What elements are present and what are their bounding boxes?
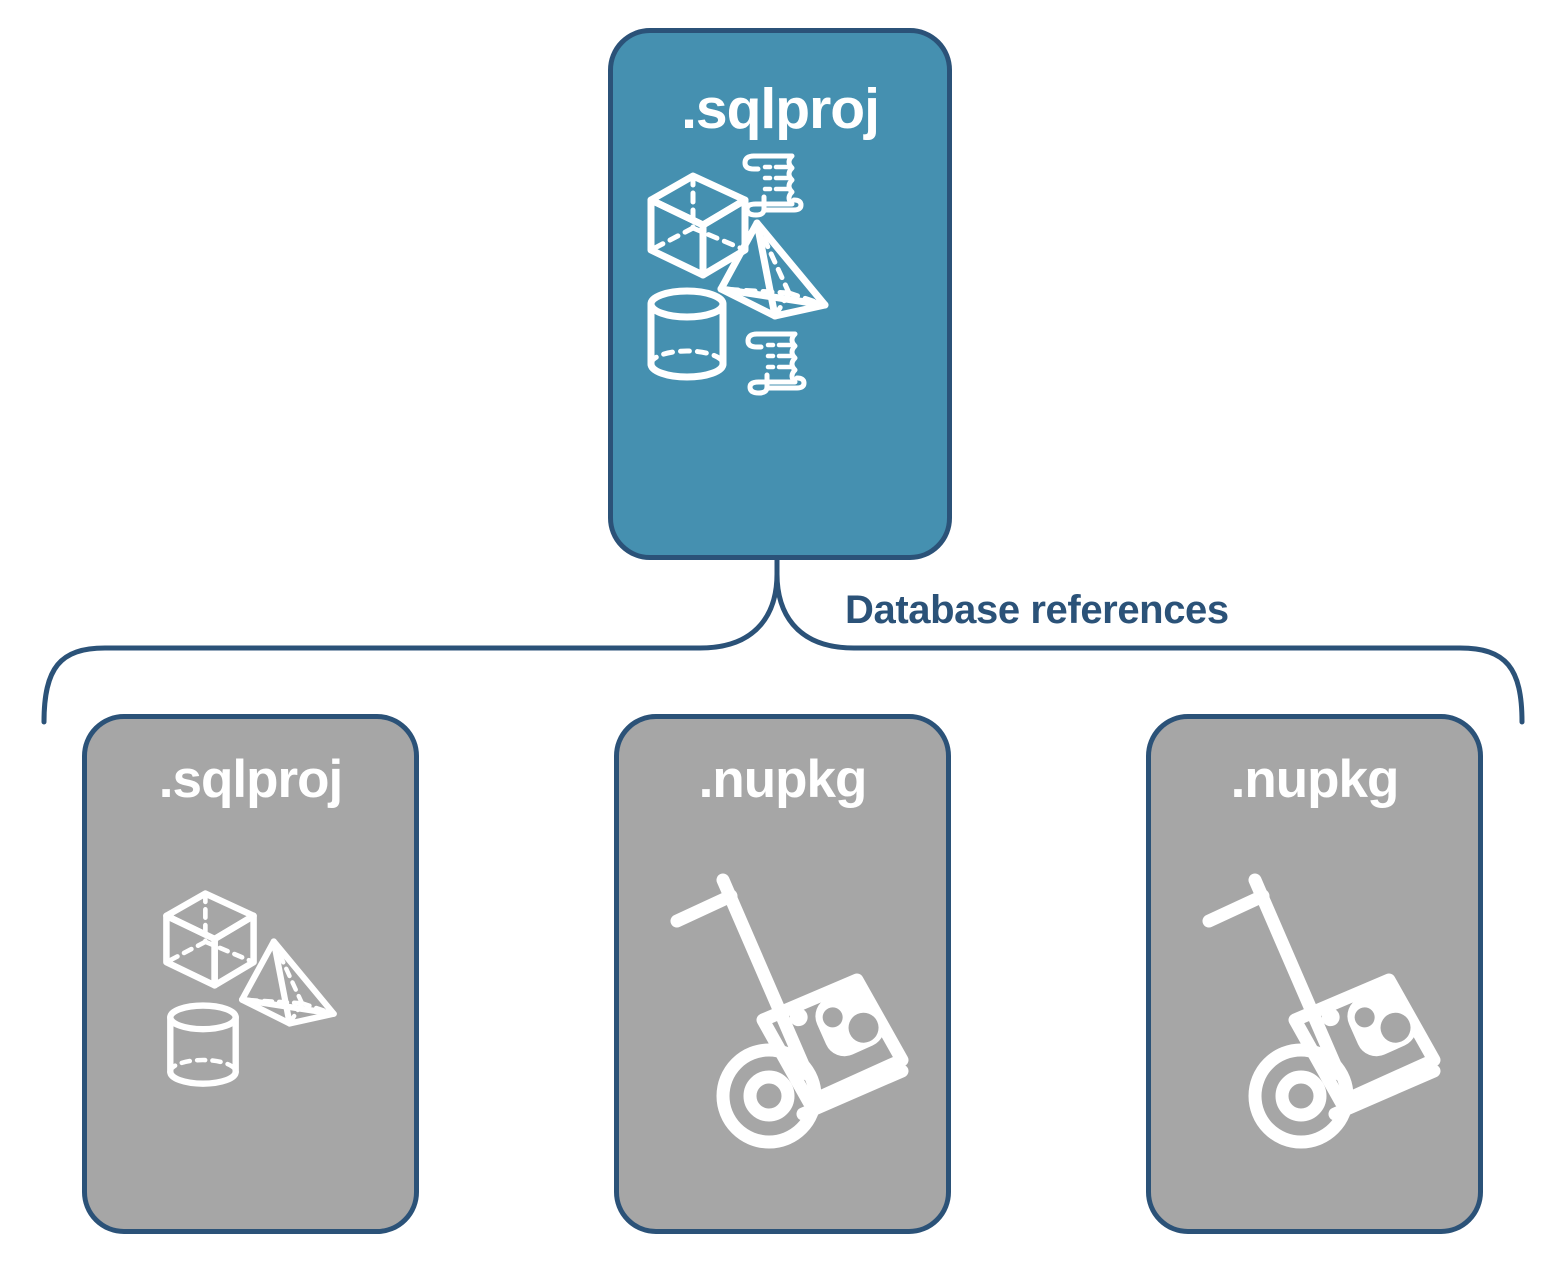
node-reference-nupkg-1-title: .nupkg	[698, 750, 868, 809]
node-reference-nupkg-2[interactable]: .nupkg	[1146, 714, 1483, 1234]
node-root-artwork	[613, 138, 947, 555]
cylinder-wireframe-icon	[647, 287, 727, 381]
hand-truck-package-icon	[1202, 873, 1441, 1149]
pyramid-wireframe-icon	[238, 938, 337, 1027]
node-root-title: .sqlproj	[681, 77, 880, 141]
node-reference-sqlproj[interactable]: .sqlproj	[82, 714, 419, 1234]
cylinder-wireframe-icon	[167, 1002, 239, 1087]
node-reference-nupkg-2-title: .nupkg	[1230, 750, 1400, 809]
script-scroll-icon	[742, 153, 804, 218]
node-reference-sqlproj-artwork	[87, 806, 414, 1229]
node-reference-nupkg-1-artwork	[619, 806, 946, 1229]
node-root-sqlproj[interactable]: .sqlproj	[608, 28, 952, 560]
node-reference-nupkg-2-artwork	[1151, 806, 1478, 1229]
cube-wireframe-icon	[163, 890, 257, 989]
node-reference-sqlproj-title: .sqlproj	[158, 750, 343, 809]
connector-label: Database references	[845, 588, 1229, 632]
hand-truck-package-icon	[670, 873, 909, 1149]
node-reference-nupkg-1[interactable]: .nupkg	[614, 714, 951, 1234]
script-scroll-icon	[745, 331, 807, 396]
pyramid-wireframe-icon	[717, 219, 829, 320]
